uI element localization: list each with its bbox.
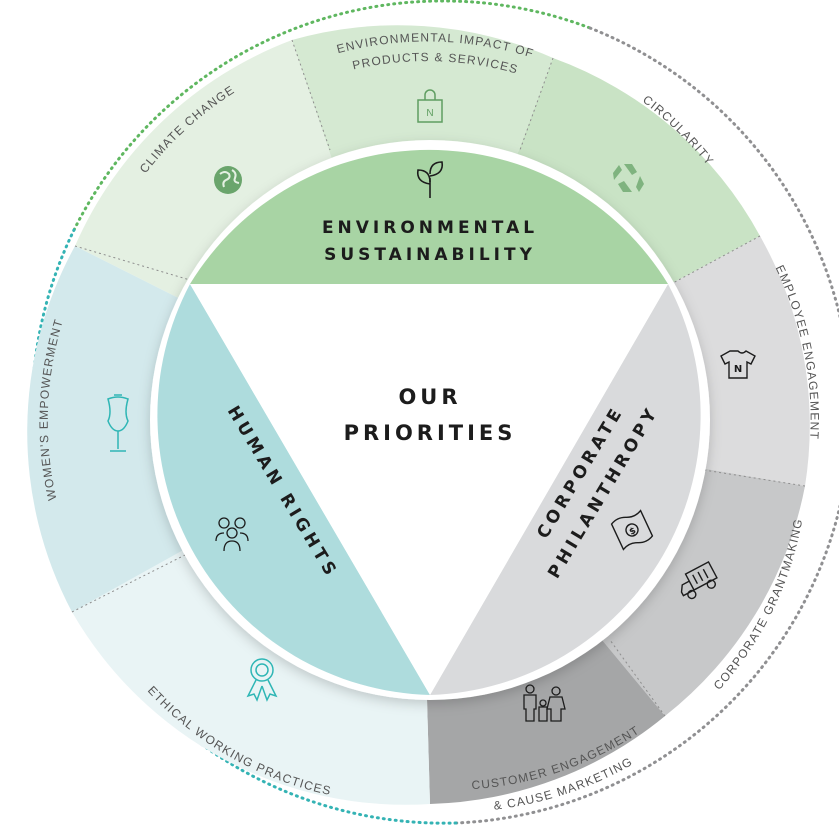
pillar-environmental-line1: ENVIRONMENTAL (322, 218, 538, 238)
svg-text:N: N (426, 108, 433, 119)
center-title-line2: PRIORITIES (344, 421, 517, 445)
pillar-environmental-line2: SUSTAINABILITY (324, 245, 536, 265)
center-triangle (190, 284, 668, 695)
outer-ring-gray (454, 26, 839, 825)
pillar-environmental (190, 149, 668, 284)
people-group-icon (215, 517, 249, 552)
pillar-human-rights (157, 284, 431, 695)
segment-separators (71, 39, 806, 717)
pillar-philanthropy (430, 284, 701, 695)
money-bill-icon: $ (610, 509, 654, 551)
award-ribbon-icon (246, 658, 278, 702)
family-icon (523, 684, 566, 722)
shopping-bag-icon: N (417, 89, 443, 123)
svg-text:$: $ (628, 526, 638, 538)
delivery-truck-icon (680, 560, 718, 600)
sprout-icon (416, 161, 444, 198)
globe-icon (214, 166, 242, 194)
t-shirt-icon: N (720, 350, 756, 379)
dress-form-icon (107, 394, 129, 452)
center-title-line1: OUR (398, 385, 461, 409)
outer-ring-green (72, 0, 592, 232)
recycle-icon (613, 164, 644, 192)
svg-text:N: N (734, 364, 742, 375)
